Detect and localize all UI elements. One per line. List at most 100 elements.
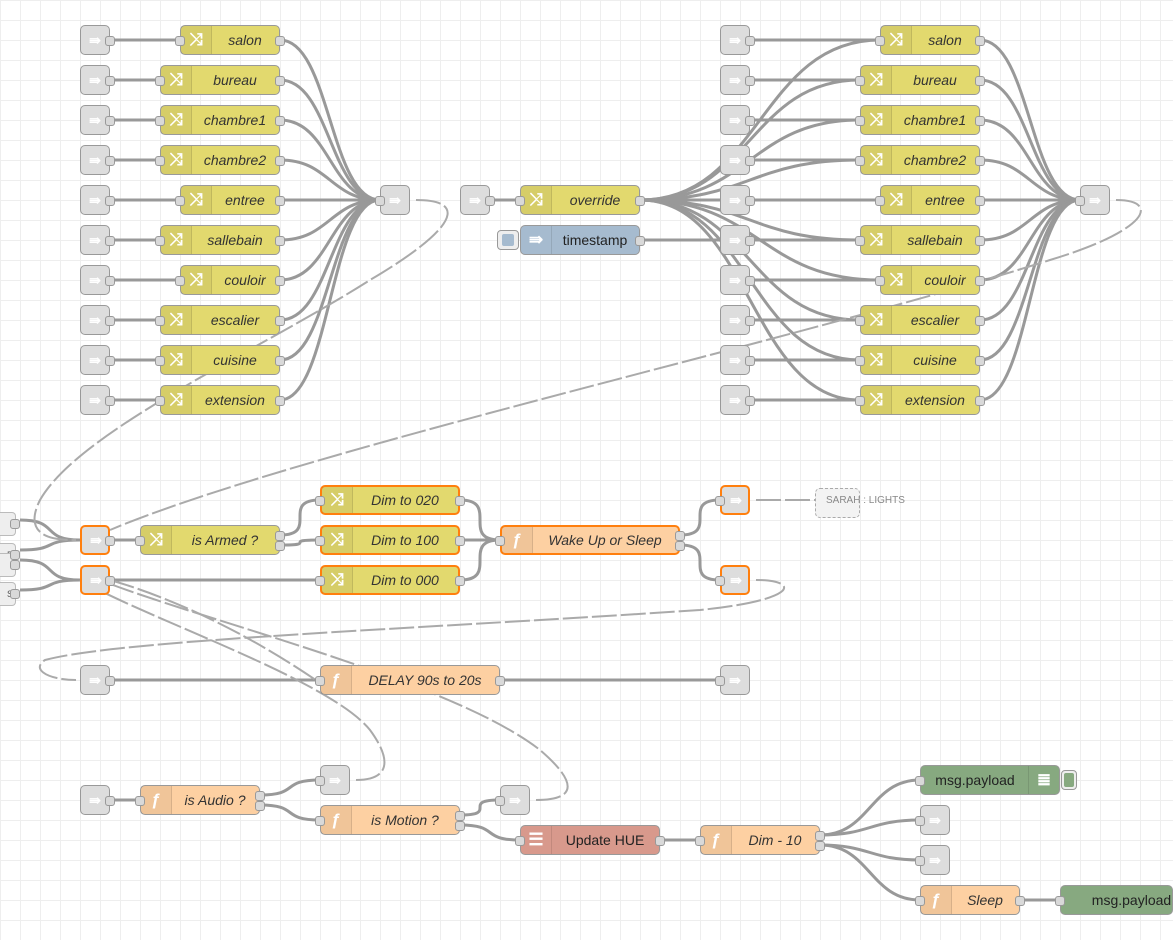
node-port[interactable] <box>275 276 285 286</box>
node-port[interactable] <box>975 76 985 86</box>
change-node-extension[interactable]: ⤨extension <box>155 385 285 415</box>
link-out-node[interactable]: ⇛ <box>495 785 530 815</box>
node-port[interactable] <box>515 836 525 846</box>
node-port[interactable] <box>745 396 755 406</box>
timestamp-node[interactable]: ⇛timestamp <box>497 225 645 255</box>
link-in-node[interactable]: ⇛ <box>460 185 495 215</box>
node-port[interactable] <box>275 316 285 326</box>
node-port[interactable] <box>855 396 865 406</box>
node-port[interactable] <box>175 276 185 286</box>
node-port[interactable] <box>275 236 285 246</box>
node-port[interactable] <box>975 156 985 166</box>
change-node-chambre2[interactable]: ⤨chambre2 <box>155 145 285 175</box>
node-port[interactable] <box>105 796 115 806</box>
node-port[interactable] <box>10 560 20 570</box>
change-node-bureau[interactable]: ⤨bureau <box>855 65 985 95</box>
node-port[interactable] <box>1015 896 1025 906</box>
change-node-sallebain[interactable]: ⤨sallebain <box>855 225 985 255</box>
node-port[interactable] <box>275 396 285 406</box>
node-port[interactable] <box>975 236 985 246</box>
node-port[interactable] <box>135 796 145 806</box>
node-port[interactable] <box>975 36 985 46</box>
link-out-node[interactable]: ⇛ <box>715 565 750 595</box>
node-port[interactable] <box>915 776 925 786</box>
node-port[interactable] <box>715 676 725 686</box>
link-in-node[interactable]: ⇛ <box>720 385 755 415</box>
node-port[interactable] <box>495 676 505 686</box>
node-port[interactable] <box>105 536 115 546</box>
node-port[interactable] <box>715 496 725 506</box>
change-node-chambre1[interactable]: ⤨chambre1 <box>855 105 985 135</box>
node-port[interactable] <box>495 536 505 546</box>
change-node-couloir[interactable]: ⤨couloir <box>875 265 985 295</box>
link-in-node[interactable]: ⇛ <box>80 785 115 815</box>
node-port[interactable] <box>975 316 985 326</box>
node-port[interactable] <box>875 276 885 286</box>
node-port[interactable] <box>10 519 20 529</box>
link-in-node[interactable]: ⇛ <box>80 265 115 295</box>
node-port[interactable] <box>975 356 985 366</box>
node-port[interactable] <box>275 356 285 366</box>
is-armed-node[interactable]: ⤨is Armed ? <box>135 525 285 555</box>
node-port[interactable] <box>105 356 115 366</box>
inject-button[interactable] <box>497 230 519 250</box>
node-port[interactable] <box>745 356 755 366</box>
node-port[interactable] <box>105 116 115 126</box>
node-port[interactable] <box>155 396 165 406</box>
node-port[interactable] <box>135 536 145 546</box>
change-node-escalier[interactable]: ⤨escalier <box>855 305 985 335</box>
link-in-node[interactable]: ⇛ <box>80 565 115 595</box>
node-port[interactable] <box>315 496 325 506</box>
dim-to-000-node[interactable]: ⤨Dim to 000 <box>315 565 465 595</box>
change-node-chambre2[interactable]: ⤨chambre2 <box>855 145 985 175</box>
node-port[interactable] <box>105 676 115 686</box>
node-port[interactable] <box>315 776 325 786</box>
link-in-node[interactable]: ⇛ <box>720 265 755 295</box>
node-port[interactable] <box>105 396 115 406</box>
node-port[interactable] <box>715 576 725 586</box>
node-port[interactable] <box>745 76 755 86</box>
node-port[interactable] <box>975 116 985 126</box>
debug-toggle-button[interactable] <box>1061 770 1077 790</box>
link-in-node[interactable]: ⇛ <box>80 665 115 695</box>
node-port[interactable] <box>855 356 865 366</box>
link-in-node[interactable]: ⇛ <box>80 65 115 95</box>
node-port[interactable] <box>10 550 20 560</box>
node-port[interactable] <box>495 796 505 806</box>
link-in-node[interactable]: ⇛ <box>720 25 755 55</box>
node-port[interactable] <box>745 36 755 46</box>
node-port[interactable] <box>155 156 165 166</box>
node-port[interactable] <box>855 76 865 86</box>
node-port[interactable] <box>675 531 685 541</box>
node-port[interactable] <box>155 116 165 126</box>
link-out-node[interactable]: ⇛ <box>915 845 950 875</box>
dim-to-020-node[interactable]: ⤨Dim to 020 <box>315 485 465 515</box>
node-port[interactable] <box>855 156 865 166</box>
override-node[interactable]: ⤨override <box>515 185 645 215</box>
link-in-node[interactable]: ⇛ <box>720 145 755 175</box>
node-port[interactable] <box>275 36 285 46</box>
dim-to-100-node[interactable]: ⤨Dim to 100 <box>315 525 465 555</box>
node-port[interactable] <box>485 196 495 206</box>
change-node-cuisine[interactable]: ⤨cuisine <box>155 345 285 375</box>
change-node-couloir[interactable]: ⤨couloir <box>175 265 285 295</box>
node-port[interactable] <box>975 396 985 406</box>
link-in-node[interactable]: ⇛ <box>80 305 115 335</box>
node-port[interactable] <box>315 816 325 826</box>
link-in-node[interactable]: ⇛ <box>720 345 755 375</box>
sarah-lights-link-node[interactable]: SARAH : LIGHTS <box>815 488 905 518</box>
link-in-node[interactable]: ⇛ <box>80 385 115 415</box>
node-port[interactable] <box>10 589 20 599</box>
change-node-sallebain[interactable]: ⤨sallebain <box>155 225 285 255</box>
node-port[interactable] <box>455 496 465 506</box>
link-in-node[interactable]: ⇛ <box>80 25 115 55</box>
node-port[interactable] <box>875 36 885 46</box>
node-port[interactable] <box>105 236 115 246</box>
change-node-cuisine[interactable]: ⤨cuisine <box>855 345 985 375</box>
node-port[interactable] <box>275 156 285 166</box>
link-out-node[interactable]: ⇛ <box>715 665 750 695</box>
node-port[interactable] <box>745 316 755 326</box>
node-port[interactable] <box>175 196 185 206</box>
node-port[interactable] <box>635 236 645 246</box>
